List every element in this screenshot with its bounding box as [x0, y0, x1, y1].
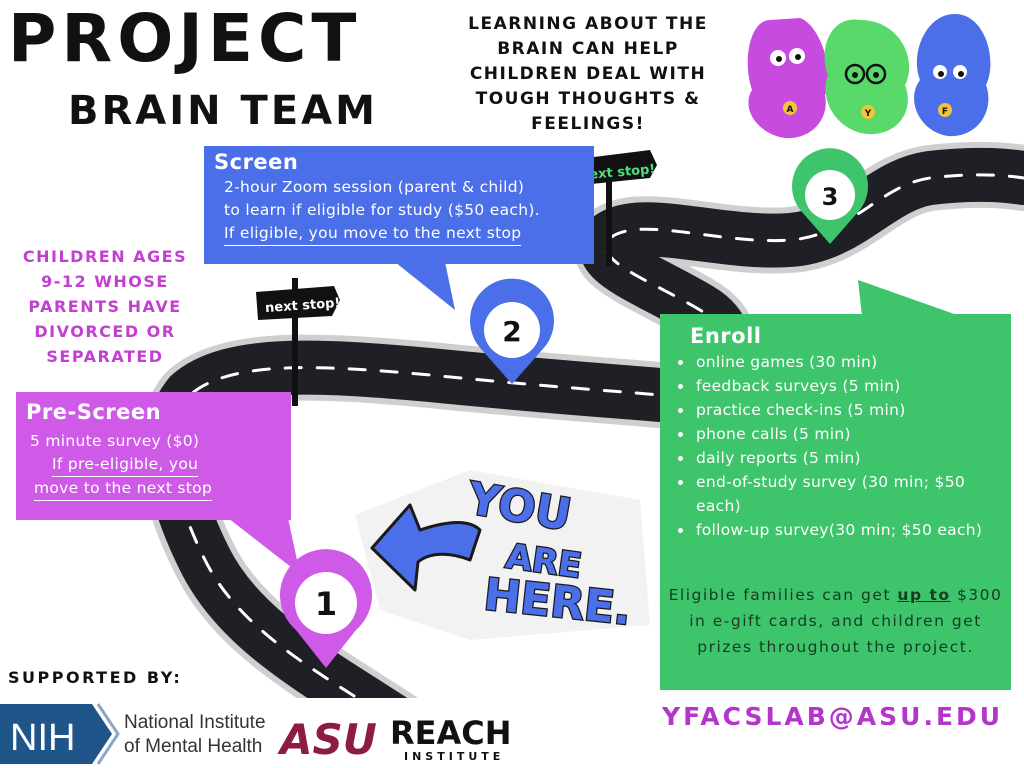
- screen-title: Screen: [214, 150, 299, 174]
- screen-line2: to learn if eligible for study ($50 each…: [224, 201, 540, 219]
- screen-line3: If eligible, you move to the next stop: [224, 222, 522, 246]
- supported-by-label: SUPPORTED BY:: [8, 668, 183, 687]
- nimh-line2: of Mental Health: [124, 736, 262, 757]
- prescreen-callout-tail: [228, 518, 300, 574]
- prescreen-line1: 5 minute survey ($0): [30, 432, 200, 450]
- list-item: online games (30 min): [694, 350, 1011, 374]
- next-stop-sign-text: next stop!: [265, 296, 341, 316]
- incentive-note: Eligible families can get up to $300 in …: [660, 582, 1011, 660]
- prescreen-title: Pre-Screen: [26, 400, 162, 424]
- glasses-icon: [844, 63, 866, 85]
- prescreen-line2: If pre-eligible, you: [52, 453, 199, 477]
- list-item: follow-up survey(30 min; $50 each): [694, 518, 1011, 542]
- pin-number: 2: [502, 315, 521, 348]
- list-item: daily reports (5 min): [694, 446, 1011, 470]
- arrow-left-icon: [370, 503, 482, 592]
- mascot-badge: [938, 103, 952, 117]
- project-title-line2: BRAIN TEAM: [68, 88, 378, 134]
- nih-text: NIH: [10, 717, 75, 759]
- mascot-badge: [861, 105, 875, 119]
- prescreen-callout: Pre-Screen 5 minute survey ($0) If pre-e…: [16, 392, 291, 520]
- pin-number: 1: [315, 585, 337, 623]
- tagline: LEARNING ABOUT THE BRAIN CAN HELP CHILDR…: [468, 14, 708, 134]
- enroll-callout-tail: [858, 280, 960, 316]
- next-stop-sign-text: next stop!: [580, 162, 656, 184]
- asu-logo: ASU: [277, 715, 377, 764]
- project-title-line1: PROJECT: [8, 0, 362, 77]
- screen-callout: Screen 2-hour Zoom session (parent & chi…: [204, 146, 594, 264]
- list-item: end-of-study survey (30 min; $50 each): [694, 470, 1011, 518]
- sign-pole: [292, 278, 298, 406]
- list-item: practice check-ins (5 min): [694, 398, 1011, 422]
- pin-stop-3: 3: [792, 148, 869, 244]
- contact-email[interactable]: YFACSLAB@ASU.EDU: [662, 702, 1004, 731]
- enroll-title: Enroll: [690, 324, 762, 348]
- mascot-blue: F: [914, 14, 991, 137]
- pin-number: 3: [822, 183, 839, 211]
- mascot-badge-letter: Y: [864, 109, 872, 119]
- sponsor-logos: NIH National Institute of Mental Health …: [0, 698, 536, 768]
- audience-text: CHILDREN AGES 9-12 WHOSE PARENTS HAVE DI…: [22, 247, 188, 366]
- nimh-line1: National Institute: [124, 712, 266, 733]
- sign-board: [256, 286, 340, 320]
- mascot-badge-letter: A: [787, 105, 794, 115]
- incentive-note-post: $300 in e-gift cards, and children get p…: [689, 586, 1003, 656]
- reach-subtitle: INSTITUTE: [404, 750, 504, 763]
- incentive-note-emphasis: up to: [897, 586, 951, 604]
- nih-logo: NIH: [0, 703, 120, 765]
- screen-line1: 2-hour Zoom session (parent & child): [224, 178, 525, 196]
- list-item: phone calls (5 min): [694, 422, 1011, 446]
- mascot-purple: A: [747, 18, 829, 139]
- prescreen-line3: move to the next stop: [34, 477, 213, 501]
- list-item: feedback surveys (5 min): [694, 374, 1011, 398]
- incentive-note-pre: Eligible families can get: [668, 586, 898, 604]
- mascot-badge: [783, 101, 797, 115]
- pin-stop-2: 2: [470, 278, 554, 384]
- enroll-list: online games (30 min) feedback surveys (…: [660, 350, 1011, 542]
- you-are-here-sticker: YOU ARE HERE.: [355, 470, 650, 640]
- screen-callout-tail: [395, 262, 455, 310]
- sign-pole: [606, 160, 612, 266]
- reach-logo: REACH: [390, 714, 512, 752]
- pin-stop-1: 1: [280, 549, 372, 668]
- enroll-callout: Enroll online games (30 min) feedback su…: [660, 314, 1011, 690]
- mascot-green: Y: [824, 19, 910, 135]
- mascot-badge-letter: F: [942, 107, 948, 117]
- sign-post-1: next stop!: [256, 278, 341, 406]
